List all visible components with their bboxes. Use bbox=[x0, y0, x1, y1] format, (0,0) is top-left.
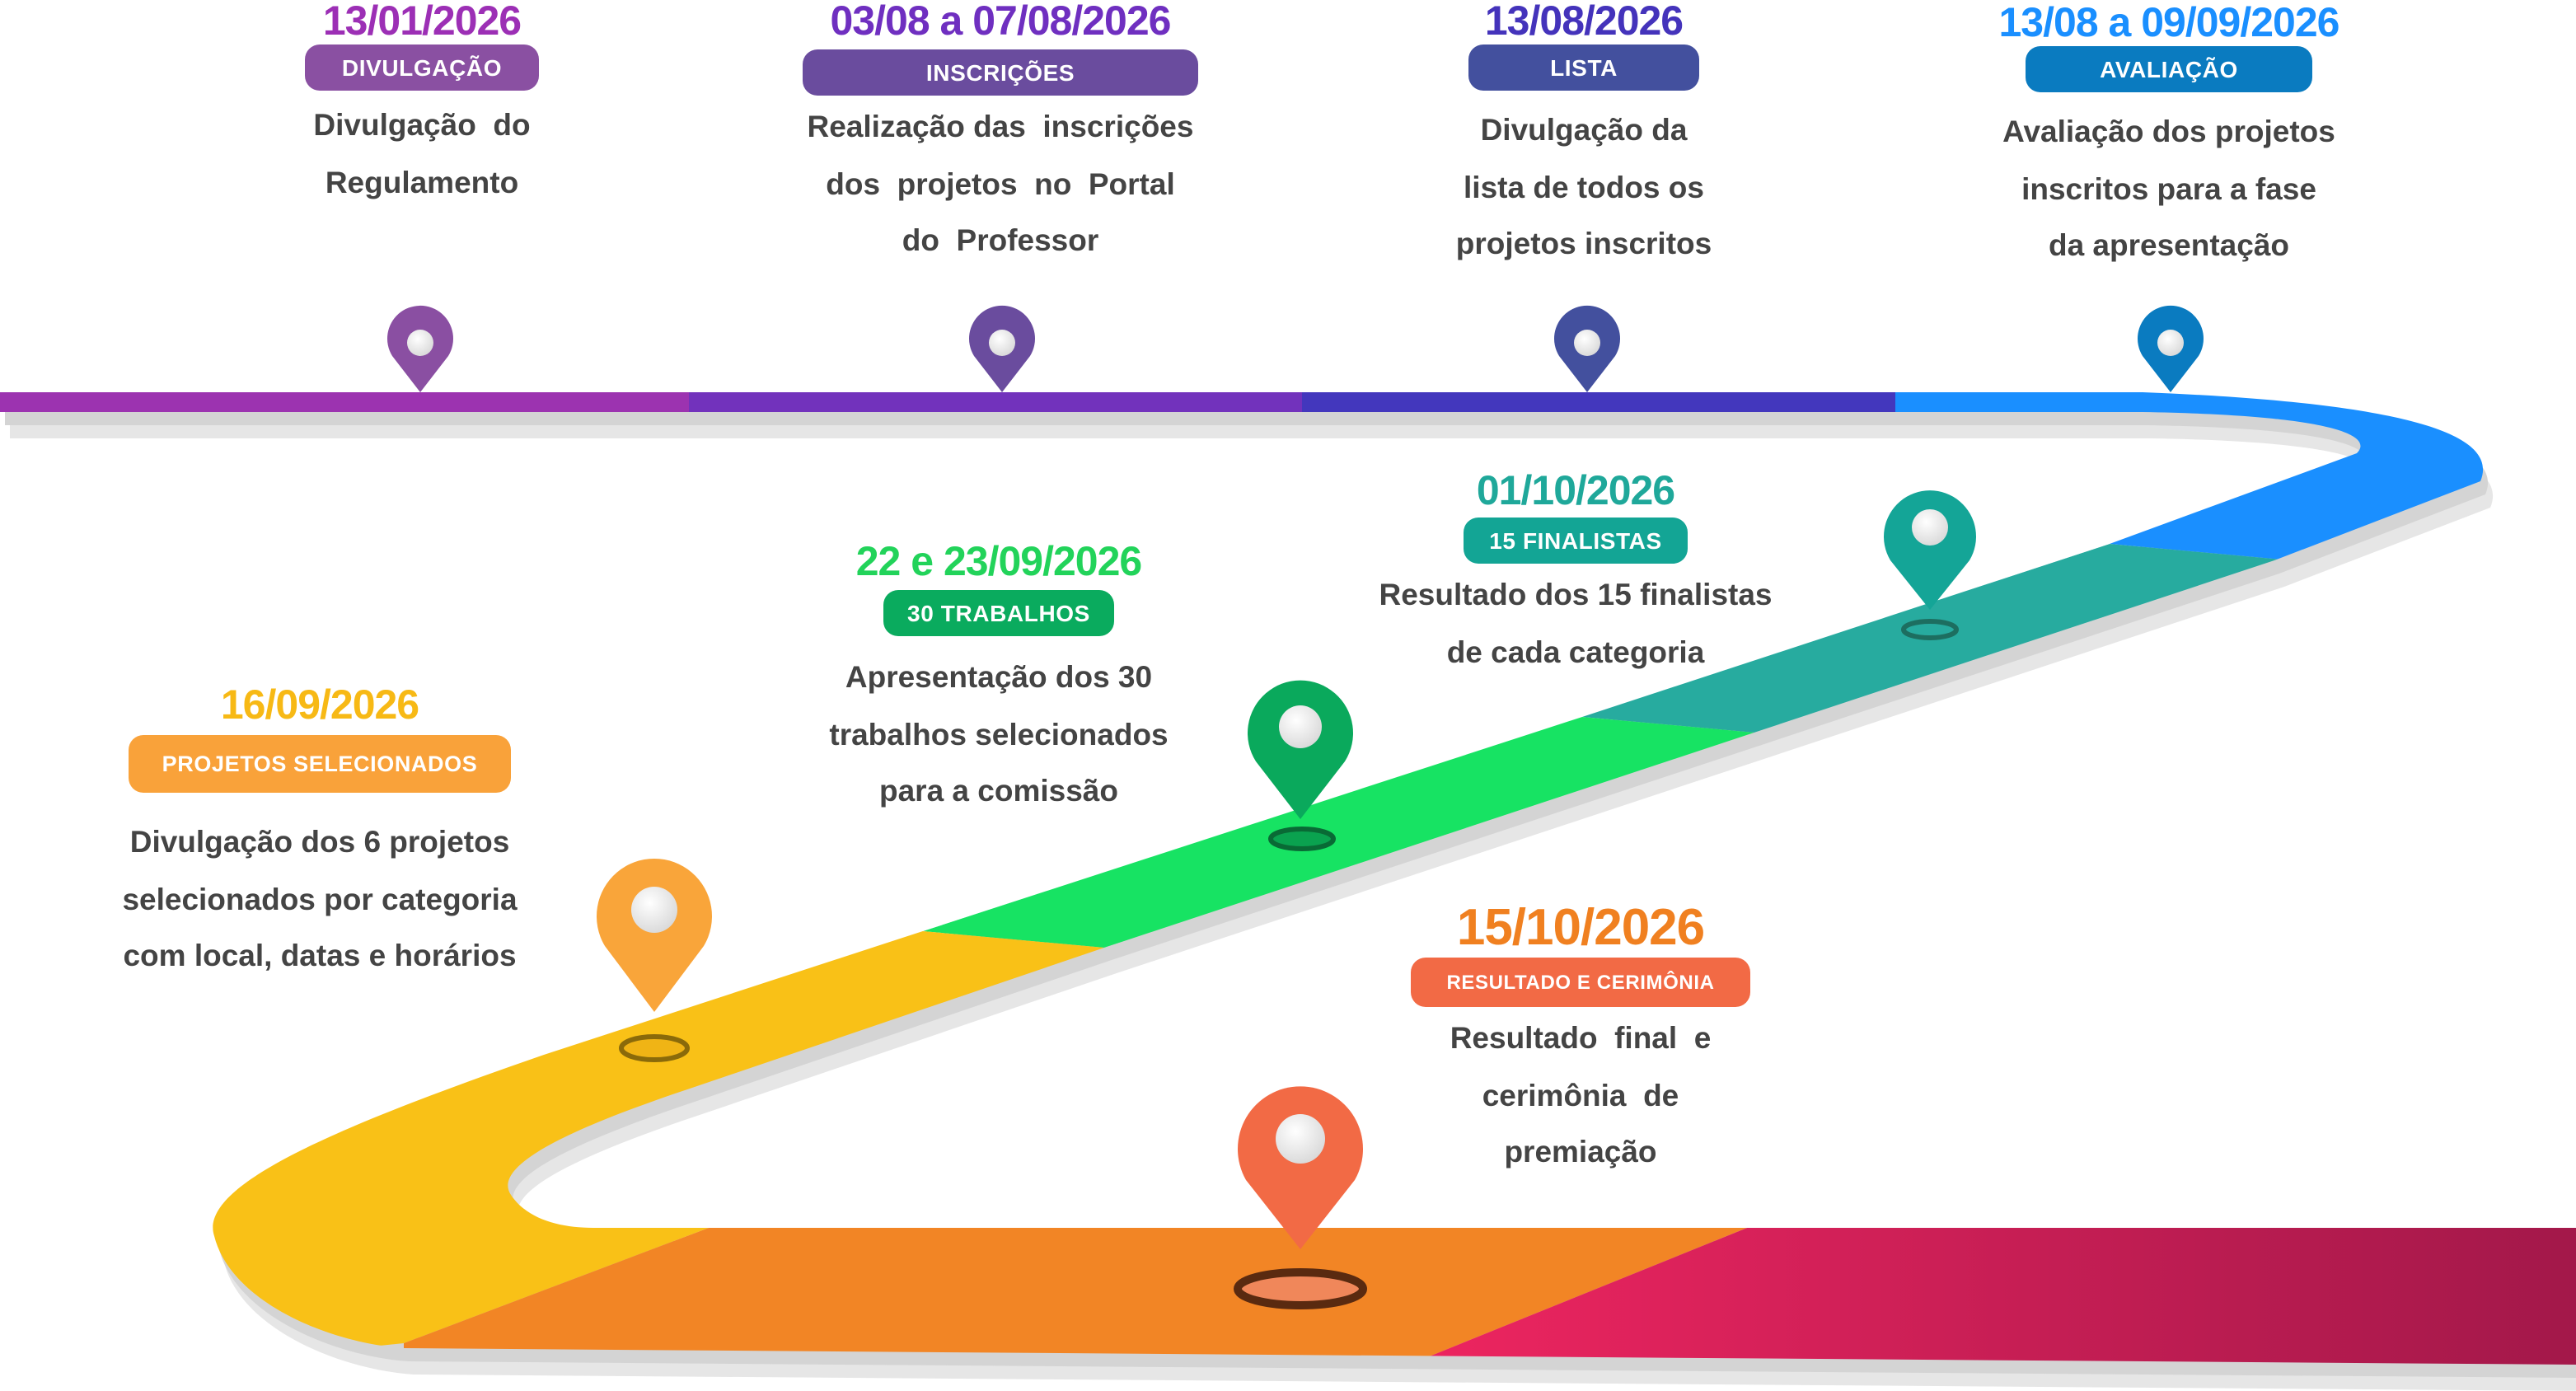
milestone-date: 01/10/2026 bbox=[1476, 468, 1675, 514]
map-pin-icon bbox=[597, 858, 712, 1062]
milestone-text: cerimônia de bbox=[1482, 1077, 1679, 1112]
milestone-avaliacao: 13/08 a 09/09/2026 AVALIAÇÃO Avaliação d… bbox=[1889, 0, 2449, 274]
map-pin-icon bbox=[387, 305, 453, 392]
milestone-30-trabalhos: 22 e 23/09/2026 30 TRABALHOS Apresentaçã… bbox=[719, 539, 1279, 820]
milestone-text: selecionados por categoria bbox=[122, 881, 518, 916]
milestone-text: Resultado dos 15 finalistas bbox=[1379, 577, 1773, 611]
milestone-badge: RESULTADO E CERIMÔNIA bbox=[1410, 958, 1751, 1007]
milestone-date: 13/08/2026 bbox=[1484, 0, 1684, 44]
milestone-text: projetos inscritos bbox=[1455, 226, 1712, 260]
milestone-text: Divulgação dos 6 projetos bbox=[129, 824, 510, 859]
map-pin-icon bbox=[1234, 1086, 1367, 1309]
milestone-text: da apresentação bbox=[2048, 227, 2289, 262]
milestone-text: inscritos para a fase bbox=[2021, 171, 2316, 205]
milestone-resultado-cerimonia: 15/10/2026 RESULTADO E CERIMÔNIA Resulta… bbox=[1300, 898, 1861, 1181]
milestone-text: lista de todos os bbox=[1464, 169, 1704, 204]
milestone-text: premiação bbox=[1504, 1134, 1657, 1169]
milestone-text: Resultado final e bbox=[1450, 1020, 1712, 1055]
milestone-text: Regulamento bbox=[325, 164, 519, 199]
milestone-text: dos projetos no Portal bbox=[826, 166, 1175, 200]
milestone-text: Apresentação dos 30 bbox=[845, 659, 1153, 694]
milestone-lista: 13/08/2026 LISTA Divulgação da lista de t… bbox=[1304, 0, 1864, 273]
milestone-date: 13/08 a 09/09/2026 bbox=[1998, 0, 2340, 46]
milestone-15-finalistas: 01/10/2026 15 FINALISTAS Resultado dos 1… bbox=[1295, 468, 1856, 681]
milestone-badge: AVALIAÇÃO bbox=[2026, 46, 2312, 92]
milestone-text: com local, datas e horários bbox=[123, 938, 517, 972]
milestone-badge: PROJETOS SELECIONADOS bbox=[129, 735, 511, 793]
map-pin-icon bbox=[1554, 305, 1620, 392]
milestone-date: 22 e 23/09/2026 bbox=[855, 539, 1142, 585]
milestone-text: para a comissão bbox=[879, 773, 1118, 808]
milestone-text: trabalhos selecionados bbox=[829, 716, 1169, 751]
milestone-date: 13/01/2026 bbox=[322, 0, 522, 44]
milestone-date: 15/10/2026 bbox=[1456, 898, 1705, 956]
map-pin-icon bbox=[2138, 305, 2204, 392]
milestone-inscricoes: 03/08 a 07/08/2026 INSCRIÇÕES Realização… bbox=[720, 0, 1281, 269]
milestone-text: Avaliação dos projetos bbox=[2002, 114, 2335, 148]
milestone-date: 16/09/2026 bbox=[220, 682, 419, 728]
milestone-date: 03/08 a 07/08/2026 bbox=[830, 0, 1172, 44]
milestone-text: Realização das inscrições bbox=[807, 109, 1194, 143]
milestone-text: Divulgação da bbox=[1480, 112, 1688, 147]
milestone-text: Divulgação do bbox=[313, 107, 531, 142]
milestone-badge: DIVULGAÇÃO bbox=[305, 44, 539, 91]
map-pin-icon bbox=[969, 305, 1035, 392]
map-pin-icon bbox=[1884, 490, 1976, 640]
milestone-badge: INSCRIÇÕES bbox=[802, 49, 1199, 96]
milestone-badge: LISTA bbox=[1468, 44, 1700, 91]
milestone-text: de cada categoria bbox=[1446, 634, 1705, 668]
milestone-divulgacao: 13/01/2026 DIVULGAÇÃO Divulgação do Regul… bbox=[142, 0, 702, 211]
milestone-badge: 15 FINALISTAS bbox=[1463, 518, 1688, 564]
map-pin-icon bbox=[1248, 680, 1353, 851]
milestone-text: do Professor bbox=[902, 222, 1099, 257]
milestone-badge: 30 TRABALHOS bbox=[883, 590, 1115, 636]
milestone-projetos-selecionados: 16/09/2026 PROJETOS SELECIONADOS Divulga… bbox=[40, 682, 600, 985]
